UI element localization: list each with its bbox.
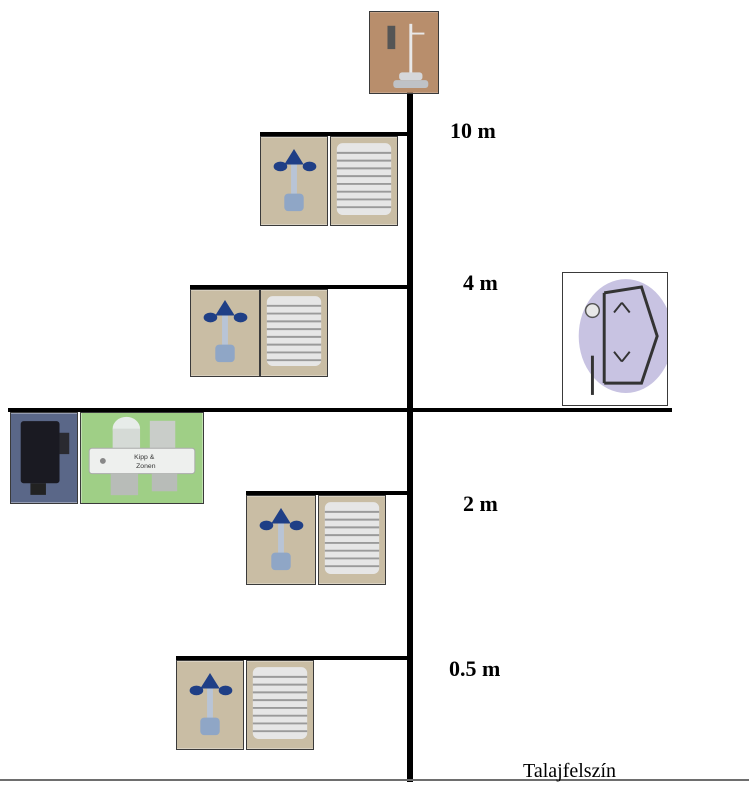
- sonic-anemometer-icon: [563, 273, 667, 405]
- data-logger-icon: [11, 413, 77, 503]
- height-label-05m: 0.5 m: [449, 656, 501, 681]
- data-logger-photo: [10, 412, 78, 504]
- radiation-shield-icon: [319, 496, 385, 584]
- radiation-shield-icon: [261, 290, 327, 376]
- arm-10m: [260, 132, 410, 136]
- arm-05m: [176, 656, 410, 660]
- height-label-10m: 10 m: [450, 118, 496, 143]
- wind-vane-icon: [370, 12, 438, 93]
- radiation-shield-icon: [247, 661, 313, 749]
- radiation-shield-photo-4m: [260, 289, 328, 377]
- radiometer-brand-text: Kipp &: [134, 454, 155, 461]
- radiation-shield-icon: [331, 137, 397, 225]
- sonic-anemometer-photo: [562, 272, 668, 406]
- ground-surface-label: Talajfelszín: [523, 760, 616, 782]
- radiation-shield-photo-2m: [318, 495, 386, 585]
- height-label-4m: 4 m: [463, 270, 498, 295]
- crossarm-main: [8, 408, 672, 412]
- height-label-2m: 2 m: [463, 491, 498, 516]
- radiometer-brand-text: Zonen: [136, 463, 156, 470]
- cup-anemometer-photo-2m: [246, 495, 316, 585]
- ground-line: [0, 779, 749, 781]
- wind-vane-photo: [369, 11, 439, 94]
- cup-anemometer-photo-4m: [190, 289, 260, 377]
- radiation-shield-photo-05m: [246, 660, 314, 750]
- radiation-shield-photo-10m: [330, 136, 398, 226]
- cup-anemometer-icon: [191, 290, 259, 376]
- cup-anemometer-photo-05m: [176, 660, 244, 750]
- mast: [407, 92, 413, 782]
- arm-2m: [246, 491, 410, 495]
- arm-4m: [190, 285, 410, 289]
- kipp-zonen-radiometer-photo: Kipp & Zonen: [80, 412, 204, 504]
- cup-anemometer-icon: [261, 137, 327, 225]
- cup-anemometer-icon: [247, 496, 315, 584]
- cup-anemometer-photo-10m: [260, 136, 328, 226]
- cup-anemometer-icon: [177, 661, 243, 749]
- kipp-zonen-radiometer-icon: Kipp & Zonen: [81, 413, 203, 503]
